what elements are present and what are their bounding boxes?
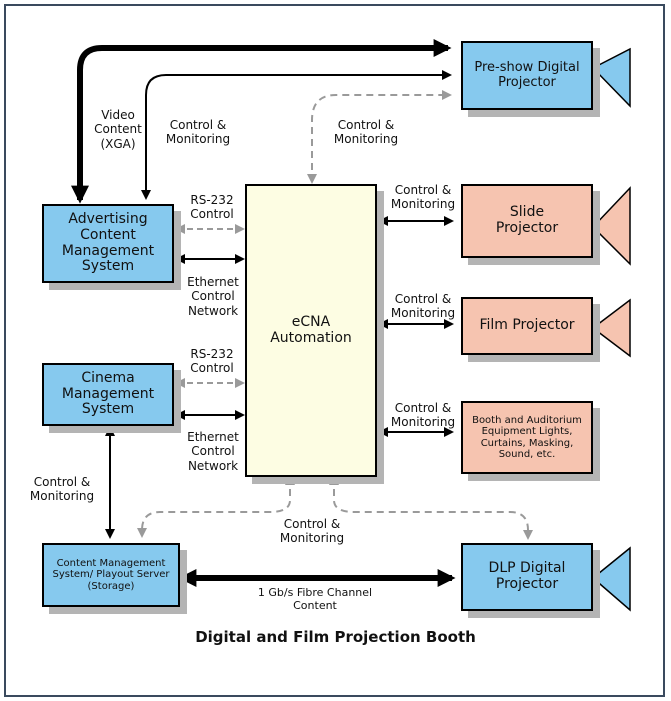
adv-ethernet-label: Ethernet Control Network: [187, 275, 239, 318]
ecna-preshow-dashed-arrow: [307, 90, 452, 184]
adv-rs232-label: RS-232 Control: [190, 193, 234, 222]
lower-control-label: Control & Monitoring: [279, 517, 345, 546]
ecna-automation-box: eCNA Automation: [245, 184, 377, 477]
film-projector-label: Film Projector: [479, 317, 575, 334]
dlp-projector-label: DLP Digital Projector: [488, 560, 566, 592]
preshow-projector-box: Pre-show Digital Projector: [461, 41, 593, 110]
content-playout-label: Content Management System/ Playout Serve…: [52, 558, 170, 592]
cinema-management-box: Cinema Management System: [42, 363, 174, 426]
cinema-content-control-label: Control & Monitoring: [29, 475, 95, 504]
film-projector-box: Film Projector: [461, 297, 593, 355]
content-playout-box: Content Management System/ Playout Serve…: [42, 543, 180, 607]
diagram-title: Digital and Film Projection Booth: [195, 628, 476, 646]
preshow-lens-shape: [591, 47, 631, 108]
booth-control-label: Control & Monitoring: [390, 401, 456, 430]
cinema-management-label: Cinema Management System: [61, 369, 155, 418]
ecna-automation-label: eCNA Automation: [270, 313, 352, 346]
video-content-arrow: [71, 39, 452, 204]
film-lens-shape: [591, 298, 631, 358]
advertising-cms-label: Advertising Content Management System: [61, 211, 155, 275]
ecna-dlp-dashed-arrow: [329, 475, 533, 540]
advertising-cms-box: Advertising Content Management System: [42, 204, 174, 283]
video-content-label: Video Content (XGA): [94, 108, 142, 151]
fibre-channel-label: 1 Gb/s Fibre Channel Content: [257, 586, 373, 613]
adv-preshow-control-label: Control & Monitoring: [165, 118, 231, 147]
ecna-preshow-control-label: Control & Monitoring: [333, 118, 399, 147]
ecna-content-dashed-arrow: [137, 475, 295, 538]
film-control-label: Control & Monitoring: [390, 292, 456, 321]
booth-equipment-label: Booth and Auditorium Equipment Lights, C…: [472, 415, 582, 460]
dlp-lens-shape: [591, 546, 631, 612]
slide-control-label: Control & Monitoring: [390, 183, 456, 212]
booth-equipment-box: Booth and Auditorium Equipment Lights, C…: [461, 401, 593, 474]
preshow-projector-label: Pre-show Digital Projector: [474, 59, 580, 90]
slide-projector-box: Slide Projector: [461, 184, 593, 258]
adv-preshow-control-arrow: [141, 70, 452, 200]
dlp-projector-box: DLP Digital Projector: [461, 543, 593, 611]
cinema-ethernet-label: Ethernet Control Network: [187, 430, 239, 473]
slide-lens-shape: [591, 186, 631, 266]
slide-projector-label: Slide Projector: [495, 204, 559, 236]
cinema-rs232-label: RS-232 Control: [190, 347, 234, 376]
